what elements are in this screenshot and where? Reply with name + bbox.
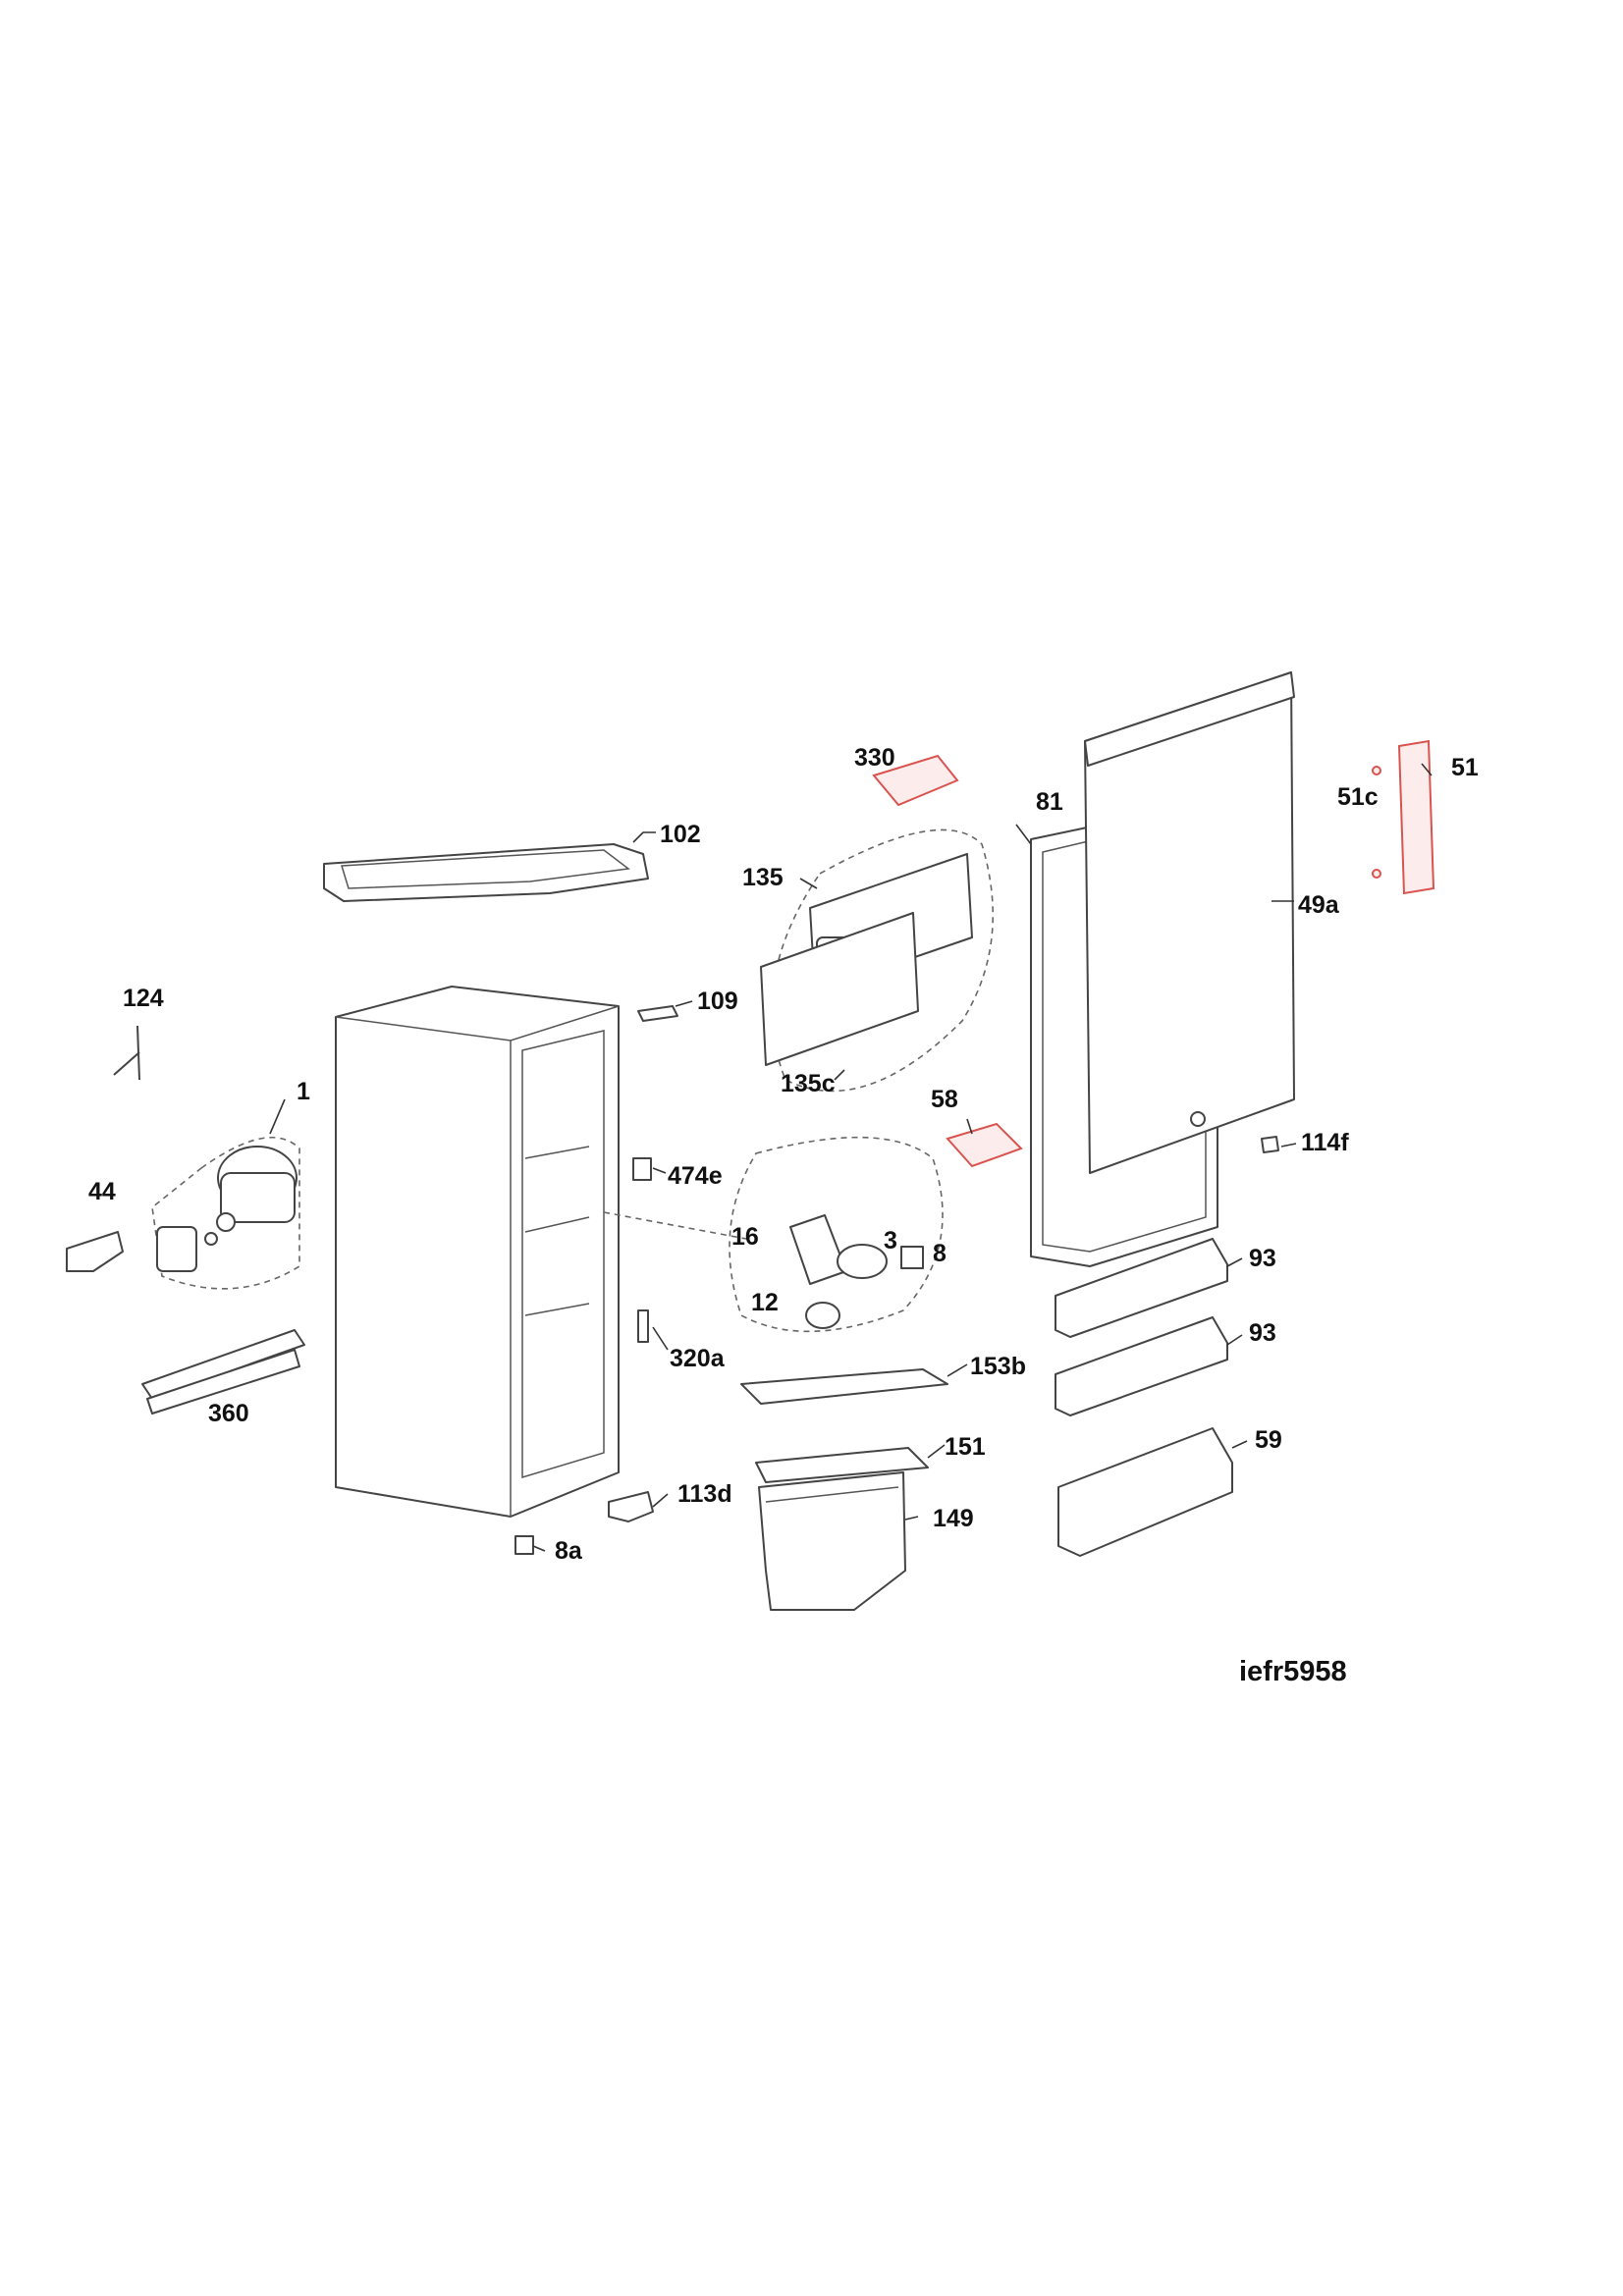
door-stop-part — [1261, 1136, 1279, 1153]
bracket-part — [66, 1231, 124, 1272]
crisper-bin-part — [758, 1471, 906, 1611]
base-rail-part — [141, 1329, 305, 1415]
label-1: 1 — [297, 1078, 310, 1105]
crisper-cover-part — [755, 1447, 929, 1483]
sensor-part — [637, 1309, 649, 1343]
door-shelf-upper-part — [1055, 1238, 1228, 1338]
label-3: 3 — [884, 1227, 897, 1255]
glass-shelf-part — [740, 1368, 948, 1405]
label-49a: 49a — [1298, 891, 1340, 919]
bottom-hinge-part — [608, 1491, 654, 1522]
label-149: 149 — [933, 1505, 974, 1532]
label-330: 330 — [854, 744, 895, 772]
label-8a: 8a — [555, 1537, 583, 1565]
capillary-rod-part — [113, 1051, 140, 1076]
compressor-part — [151, 1136, 300, 1290]
model-code: iefr5958 — [1239, 1656, 1347, 1687]
label-109: 109 — [697, 988, 738, 1015]
label-81: 81 — [1036, 788, 1063, 816]
label-135: 135 — [742, 864, 784, 891]
door-shelf-middle-part — [1055, 1316, 1228, 1416]
foot-part — [514, 1535, 534, 1555]
label-474e: 474e — [668, 1162, 723, 1190]
label-93-middle: 93 — [1249, 1319, 1276, 1347]
label-51c: 51c — [1337, 783, 1379, 811]
label-12: 12 — [751, 1289, 779, 1316]
label-113d: 113d — [677, 1480, 732, 1508]
cabinet-body-part — [335, 986, 620, 1518]
egg-tray-part — [946, 1122, 1023, 1168]
label-44: 44 — [88, 1178, 116, 1205]
label-8: 8 — [933, 1240, 947, 1267]
label-114f: 114f — [1301, 1129, 1349, 1156]
label-320a: 320a — [670, 1345, 726, 1372]
top-cover-part — [323, 843, 649, 902]
label-51: 51 — [1451, 754, 1479, 781]
freezer-door-part — [760, 828, 995, 1093]
thermostat-group-part — [603, 1136, 944, 1333]
label-102: 102 — [660, 821, 701, 848]
label-93-upper: 93 — [1249, 1245, 1276, 1272]
label-360: 360 — [208, 1400, 249, 1427]
label-153b: 153b — [970, 1353, 1026, 1380]
handle-screw-part — [1372, 766, 1381, 775]
leader-lines — [269, 763, 1433, 1552]
label-58: 58 — [931, 1086, 958, 1113]
door-handle-part — [1397, 739, 1435, 895]
label-135c: 135c — [781, 1070, 836, 1097]
switch-part — [632, 1157, 652, 1181]
label-124: 124 — [123, 985, 164, 1012]
label-16: 16 — [731, 1223, 759, 1251]
top-hinge-part — [637, 1005, 678, 1022]
ice-tray-part — [872, 754, 959, 807]
label-151: 151 — [945, 1433, 986, 1461]
main-door-part — [1084, 671, 1295, 1174]
bottle-shelf-part — [1057, 1427, 1233, 1557]
part-labels: 330 81 51 51c 102 135 49a 124 109 1 135c… — [88, 744, 1479, 1565]
label-59: 59 — [1255, 1426, 1282, 1454]
